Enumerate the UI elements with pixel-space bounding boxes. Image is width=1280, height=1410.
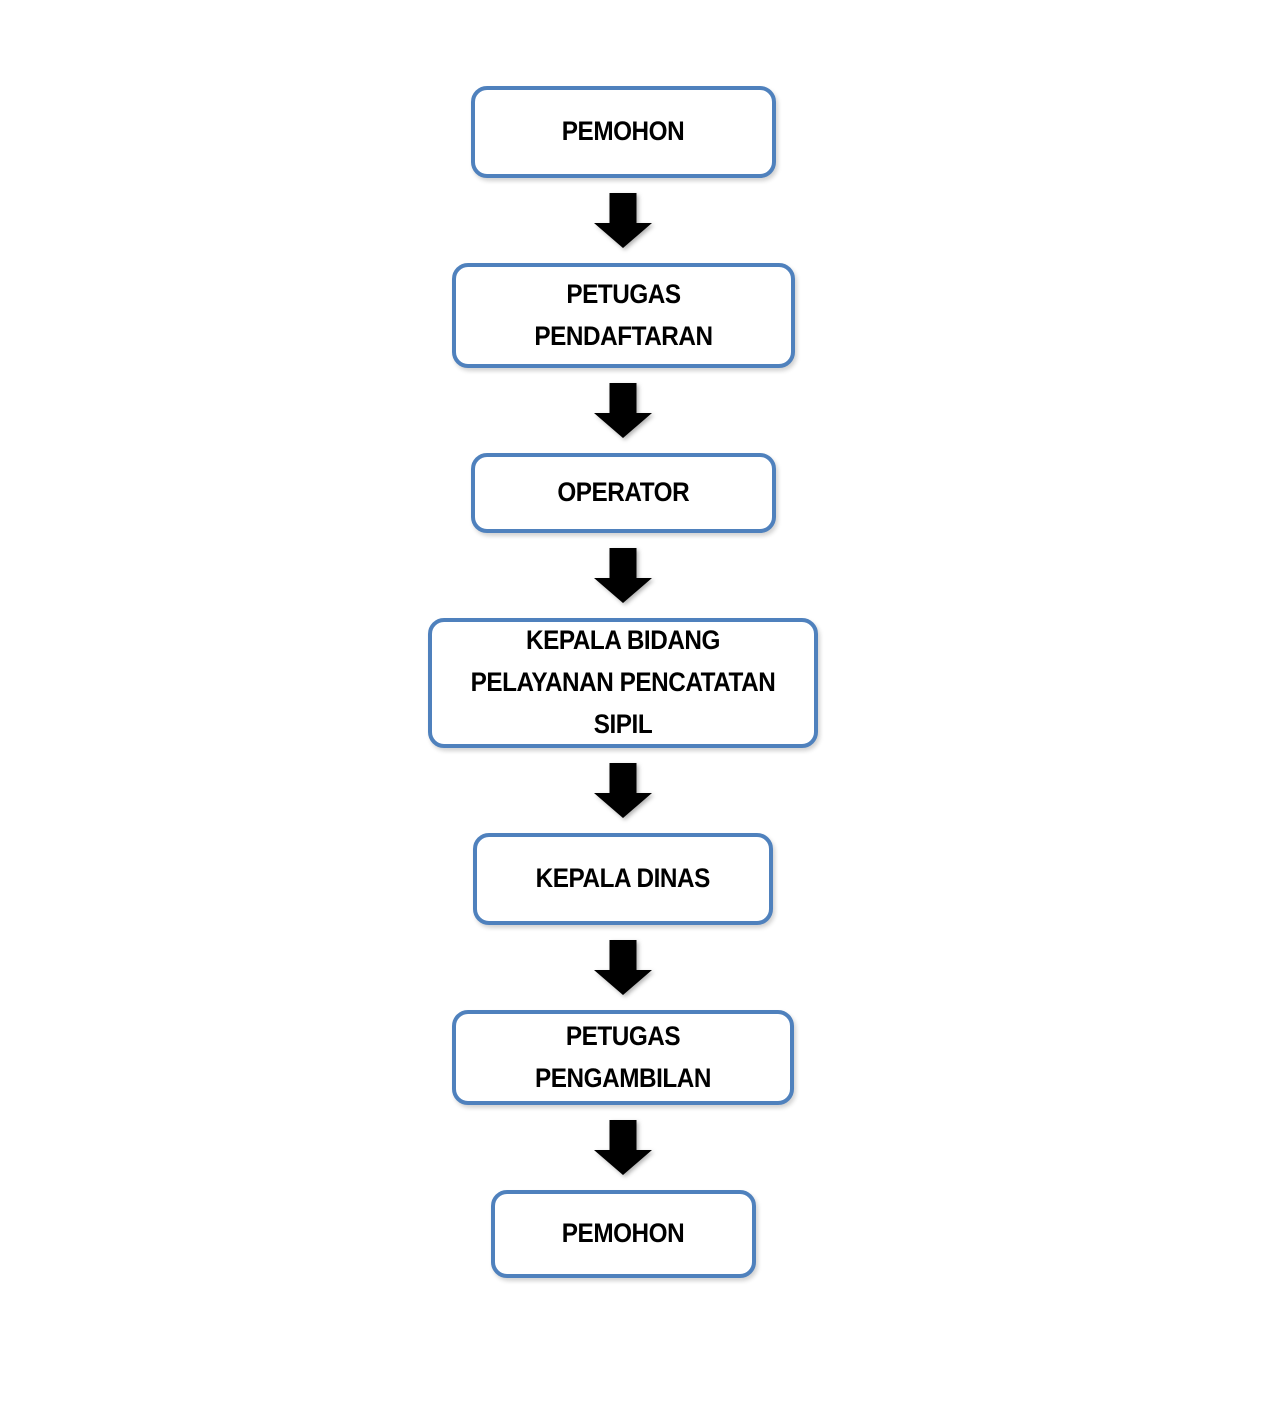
down-arrow-icon (594, 1120, 652, 1175)
down-arrow-icon (594, 548, 652, 603)
flow-node-label: PEMOHON (561, 1218, 685, 1249)
flow-node-pemohon-start: PEMOHON (470, 86, 776, 178)
flow-node-label: KEPALA DINAS (535, 863, 711, 894)
flow-node-label: PEMOHON (561, 116, 685, 147)
flow-node-pemohon-end: PEMOHON (490, 1190, 756, 1278)
flow-node-label: PETUGAS PENGAMBILAN (535, 1020, 711, 1093)
flow-node-kepala-bidang-pelayanan-pencatatan-sipil: KEPALA BIDANG PELAYANAN PENCATATAN SIPIL (428, 618, 818, 748)
flow-node-kepala-dinas: KEPALA DINAS (473, 833, 773, 925)
down-arrow-icon (594, 763, 652, 818)
down-arrow-icon (594, 193, 652, 248)
flow-node-label: OPERATOR (557, 477, 689, 508)
flowchart-column: PEMOHON PETUGAS PENDAFTARAN OPERATOR KEP… (0, 86, 1246, 1278)
flow-node-label: PETUGAS PENDAFTARAN (533, 278, 713, 351)
flow-node-label: KEPALA BIDANG PELAYANAN PENCATATAN SIPIL (470, 625, 776, 739)
flow-node-petugas-pengambilan: PETUGAS PENGAMBILAN (452, 1010, 794, 1105)
down-arrow-icon (594, 383, 652, 438)
flow-node-operator: OPERATOR (470, 453, 776, 533)
flow-node-petugas-pendaftaran: PETUGAS PENDAFTARAN (451, 263, 795, 368)
down-arrow-icon (594, 940, 652, 995)
